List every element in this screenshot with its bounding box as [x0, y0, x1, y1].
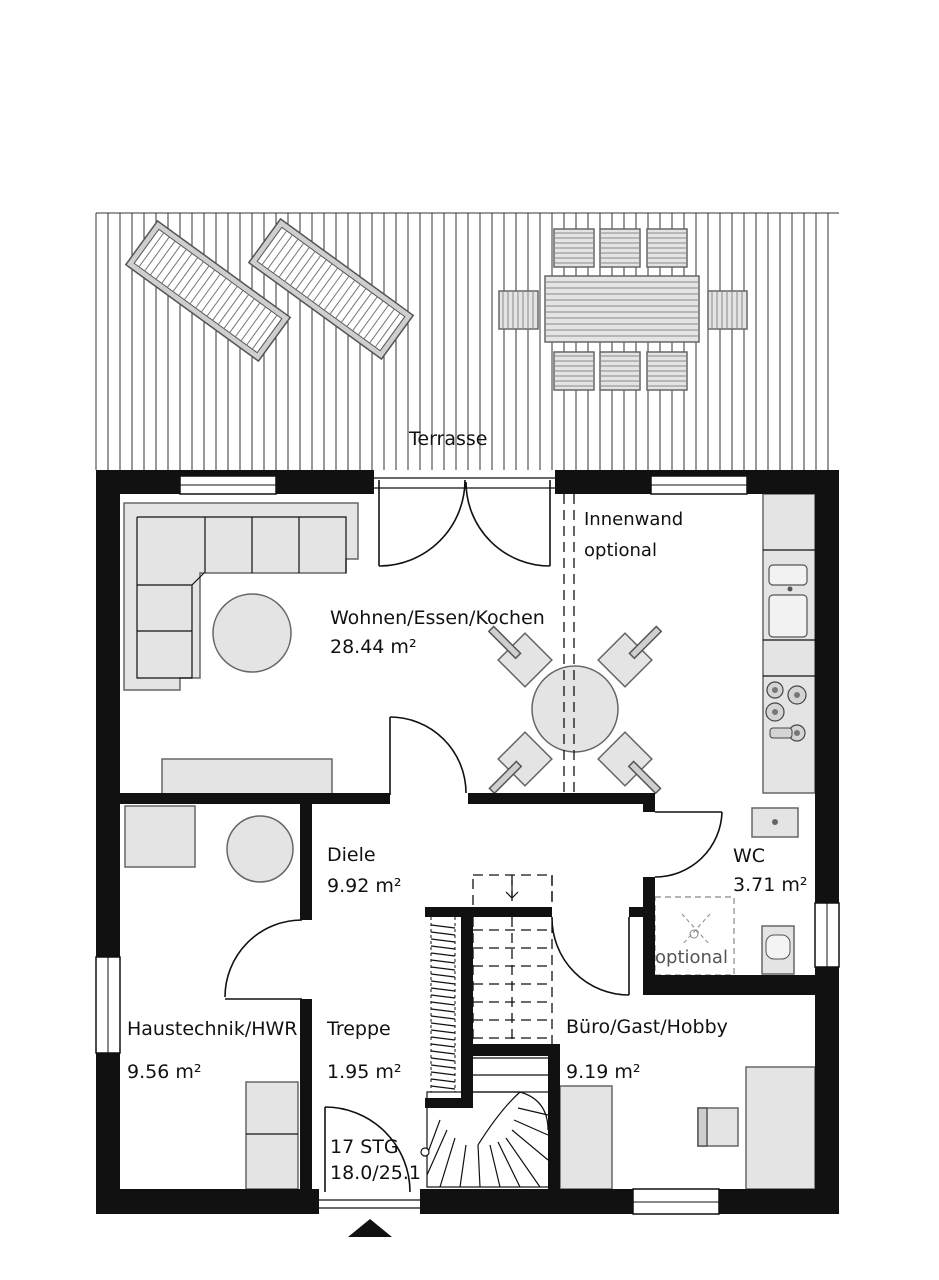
storage-tank: [124, 805, 196, 868]
utility-room-area: 9.56 m²: [127, 1061, 201, 1083]
water-heater: [226, 815, 294, 883]
wc-fixtures: [654, 807, 799, 976]
office-name: Büro/Gast/Hobby: [566, 1016, 728, 1038]
stairs-name: Treppe: [326, 1018, 391, 1040]
garden-dining-set: [498, 228, 748, 391]
garden-chair: [553, 351, 595, 391]
utility-cabinet: [245, 1081, 299, 1190]
office-shelf: [559, 1085, 613, 1190]
garden-chair: [498, 290, 539, 330]
garden-chair: [599, 351, 641, 391]
stairs-steps: 17 STG: [330, 1136, 399, 1158]
room-labels: Innenwand optional Wohnen/Essen/Kochen 2…: [127, 509, 807, 1184]
partition-note-line1: Innenwand: [584, 509, 683, 530]
kitchen-hob: [765, 681, 807, 742]
stairs-rise-run: 18.0/25.1: [330, 1162, 421, 1184]
partition-note-line2: optional: [584, 540, 657, 561]
garden-chair: [646, 228, 688, 268]
terrace: Terrasse: [95, 212, 839, 470]
living-room-area: 28.44 m²: [330, 636, 417, 658]
utility-furniture: [124, 805, 299, 1190]
office-area: 9.19 m²: [566, 1061, 640, 1083]
kitchen-counter: [762, 493, 816, 794]
wc-shower-note: optional: [655, 947, 728, 968]
stairs-area: 1.95 m²: [327, 1061, 401, 1083]
living-room-name: Wohnen/Essen/Kochen: [330, 607, 545, 629]
wc-name: WC: [733, 845, 765, 867]
coffee-table: [212, 593, 292, 673]
entrance-arrow-icon: [348, 1219, 392, 1237]
sun-lounger-left: [124, 219, 292, 363]
sun-lounger-right: [247, 217, 415, 361]
hall-area: 9.92 m²: [327, 875, 401, 897]
wc-area: 3.71 m²: [733, 874, 807, 896]
sideboard: [161, 758, 333, 795]
living-furniture: [123, 493, 816, 795]
terrace-label: Terrasse: [408, 428, 488, 450]
garden-chair: [646, 351, 688, 391]
office-desk: [745, 1066, 816, 1190]
windows: [95, 475, 840, 1215]
utility-room-name: Haustechnik/HWR: [127, 1018, 298, 1040]
dining-table: [531, 665, 619, 753]
hall-name: Diele: [327, 844, 376, 866]
doors: [224, 470, 723, 1214]
optional-partition: [563, 494, 575, 793]
kitchen-sink: [768, 564, 808, 638]
garden-chair: [707, 290, 748, 330]
garden-chair: [599, 228, 641, 268]
garden-chair: [553, 228, 595, 268]
